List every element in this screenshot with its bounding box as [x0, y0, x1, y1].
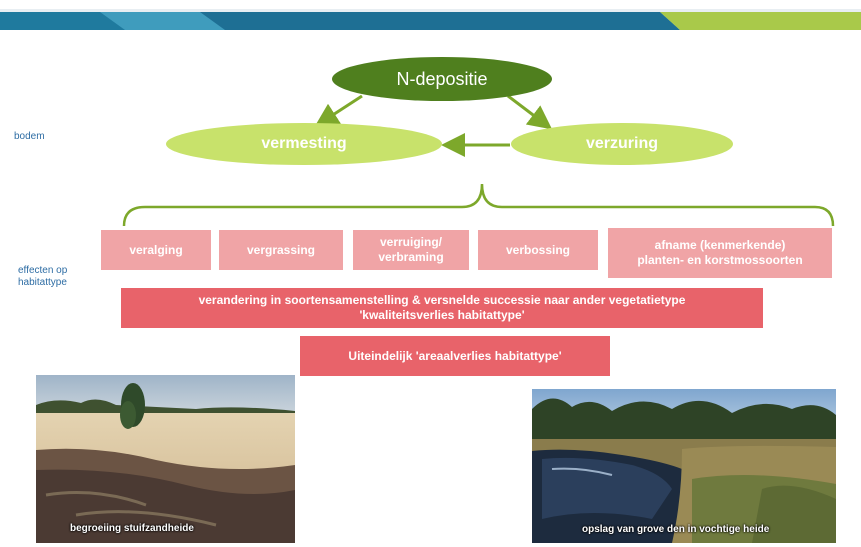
label-bodem: bodem	[14, 131, 45, 142]
photo-stuifzandheide: begroeiing stuifzandheide	[36, 375, 295, 543]
node-vermesting: vermesting	[166, 123, 442, 165]
label-effecten-line1: effecten op	[18, 265, 68, 276]
effect-verbossing: verbossing	[478, 230, 598, 270]
arrow-ndep-to-vermesting	[314, 94, 363, 127]
effects-brace	[122, 183, 835, 227]
caption-left: begroeiing stuifzandheide	[70, 523, 194, 534]
effect-label-line1: verruiging/	[379, 235, 442, 249]
label-effecten-line2: habitattype	[18, 277, 67, 288]
photo-vochtige-heide-image	[532, 389, 836, 543]
node-verzuring: verzuring	[511, 123, 733, 165]
effect-label-line1: afname (kenmerkende)	[654, 238, 786, 252]
result-kwaliteitsverlies: verandering in soortensamenstelling & ve…	[121, 288, 763, 328]
effect-afname-soorten: afname (kenmerkende) planten- en korstmo…	[608, 228, 832, 278]
result-line2: 'kwaliteitsverlies habitattype'	[359, 308, 525, 322]
effect-label-line2: planten- en korstmossoorten	[637, 253, 803, 267]
node-n-depositie: N-depositie	[332, 57, 552, 101]
photo-stuifzandheide-image	[36, 375, 295, 543]
effect-label-line2: verbraming	[378, 250, 444, 264]
arrow-ndep-to-verzuring	[507, 94, 553, 130]
result-areaalverlies: Uiteindelijk 'areaalverlies habitattype'	[300, 336, 610, 376]
effect-label: veralging	[129, 242, 183, 257]
effect-label: vergrassing	[246, 242, 316, 257]
header-banner	[0, 0, 861, 30]
label-effecten: effecten op habitattype	[18, 265, 67, 289]
caption-right: opslag van grove den in vochtige heide	[582, 524, 770, 535]
effect-verruiging: verruiging/ verbraming	[353, 230, 469, 270]
photo-vochtige-heide: opslag van grove den in vochtige heide	[532, 389, 836, 543]
effect-veralging: veralging	[101, 230, 211, 270]
result-label: Uiteindelijk 'areaalverlies habitattype'	[348, 348, 562, 363]
result-line1: verandering in soortensamenstelling & ve…	[198, 293, 686, 307]
effect-vergrassing: vergrassing	[219, 230, 343, 270]
effect-label: verbossing	[505, 242, 571, 257]
